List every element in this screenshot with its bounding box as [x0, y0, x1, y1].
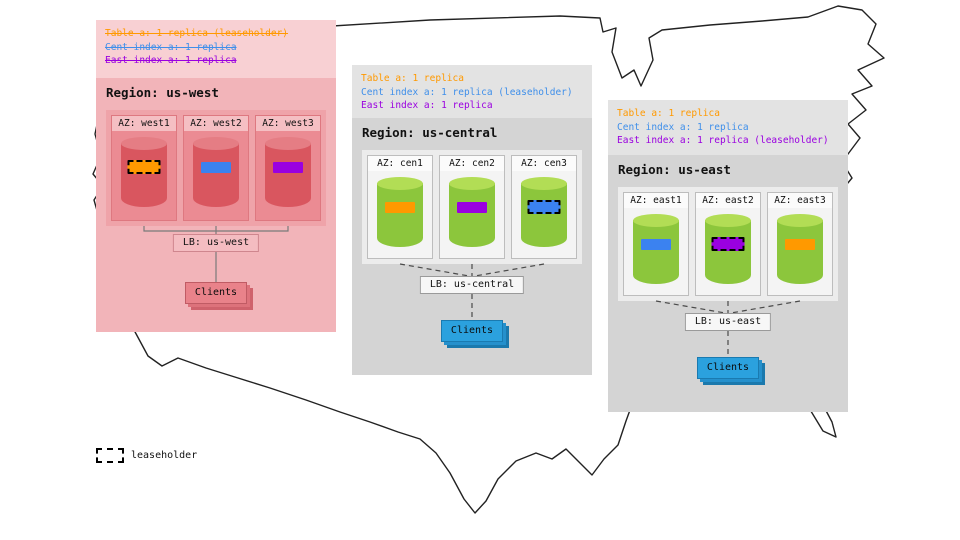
cylinder-body: [633, 220, 679, 284]
replica-bar: [785, 239, 815, 250]
database-cylinder: [633, 214, 679, 284]
az-box-west2: AZ: west2: [183, 115, 249, 221]
database-cylinder: [777, 214, 823, 284]
az-box-cen3: AZ: cen3: [511, 155, 577, 259]
cylinder-body: [377, 183, 423, 247]
load-balancer-us-east: LB: us-east: [684, 313, 772, 331]
database-cylinder: [193, 137, 239, 207]
replica-bar: [385, 202, 415, 213]
legend-label: leaseholder: [131, 450, 198, 461]
az-container: AZ: east1 AZ: east2 AZ: [618, 187, 838, 301]
region-body-us-east: Region: us-east AZ: east1 AZ: east2: [608, 155, 848, 412]
az-box-east1: AZ: east1: [623, 192, 689, 296]
az-box-east2: AZ: east2: [695, 192, 761, 296]
database-cylinder: [121, 137, 167, 207]
az-box-west1: AZ: west1: [111, 115, 177, 221]
replica-bar: [273, 162, 303, 173]
cylinder-top: [265, 137, 311, 150]
az-label: AZ: cen2: [440, 156, 504, 171]
load-balancer-us-central: LB: us-central: [419, 276, 525, 294]
cylinder-body: [521, 183, 567, 247]
annotation-east-index-replica: East index a: 1 replica (leaseholder): [617, 135, 829, 146]
database-cylinder: [705, 214, 751, 284]
az-label: AZ: east1: [624, 193, 688, 208]
region-panel-us-west: Table a: 1 replica (leaseholder) Cent in…: [96, 20, 336, 332]
az-box-cen2: AZ: cen2: [439, 155, 505, 259]
cylinder-top: [777, 214, 823, 227]
replica-bar: [201, 162, 231, 173]
az-label: AZ: east2: [696, 193, 760, 208]
annotation-cent-index-replica: Cent index a: 1 replica: [617, 121, 749, 133]
az-container: AZ: cen1 AZ: cen2 AZ:: [362, 150, 582, 264]
cylinder-body: [193, 143, 239, 207]
region-body-us-central: Region: us-central AZ: cen1 AZ: cen2: [352, 118, 592, 375]
database-cylinder: [265, 137, 311, 207]
az-label: AZ: cen3: [512, 156, 576, 171]
load-balancer-us-west: LB: us-west: [172, 234, 260, 252]
annotation-table-replica: Table a: 1 replica: [361, 73, 464, 84]
az-box-cen1: AZ: cen1: [367, 155, 433, 259]
database-cylinder: [521, 177, 567, 247]
database-cylinder: [449, 177, 495, 247]
region-panel-us-central: Table a: 1 replica Cent index a: 1 repli…: [352, 65, 592, 375]
cylinder-top: [449, 177, 495, 190]
cylinder-top: [377, 177, 423, 190]
cylinder-top: [521, 177, 567, 190]
cylinder-top: [121, 137, 167, 150]
cylinder-body: [265, 143, 311, 207]
annotation-east-index-replica: East index a: 1 replica: [361, 100, 493, 111]
annotation-cent-index-replica: Cent index a: 1 replica: [105, 41, 237, 53]
cylinder-body: [121, 143, 167, 207]
database-cylinder: [377, 177, 423, 247]
region-title: Region: us-central: [362, 125, 498, 140]
az-box-east3: AZ: east3: [767, 192, 833, 296]
cylinder-top: [193, 137, 239, 150]
clients-box-us-central: Clients: [441, 320, 503, 342]
replica-bar: [641, 239, 671, 250]
leaseholder-swatch-icon: [96, 448, 124, 463]
az-label: AZ: west1: [112, 116, 176, 131]
cylinder-top: [705, 214, 751, 227]
annotation-cent-index-replica: Cent index a: 1 replica (leaseholder): [361, 86, 573, 98]
region-title: Region: us-west: [106, 85, 219, 100]
az-label: AZ: west2: [184, 116, 248, 131]
legend: leaseholder: [96, 448, 197, 463]
cylinder-body: [705, 220, 751, 284]
cylinder-body: [449, 183, 495, 247]
annotation-table-replica: Table a: 1 replica (leaseholder): [105, 28, 289, 39]
replica-annotations-us-central: Table a: 1 replica Cent index a: 1 repli…: [352, 65, 592, 118]
annotation-table-replica: Table a: 1 replica: [617, 108, 720, 119]
az-box-west3: AZ: west3: [255, 115, 321, 221]
clients-box-us-east: Clients: [697, 357, 759, 379]
replica-annotations-us-west: Table a: 1 replica (leaseholder) Cent in…: [96, 20, 336, 78]
replica-annotations-us-east: Table a: 1 replica Cent index a: 1 repli…: [608, 100, 848, 155]
replica-bar-leaseholder: [711, 237, 745, 251]
cylinder-top: [633, 214, 679, 227]
replica-bar-leaseholder: [527, 200, 561, 214]
replica-bar: [457, 202, 487, 213]
az-label: AZ: cen1: [368, 156, 432, 171]
region-title: Region: us-east: [618, 162, 731, 177]
region-body-us-west: Region: us-west AZ: west1 AZ: west2: [96, 78, 336, 332]
az-container: AZ: west1 AZ: west2 AZ: [106, 110, 326, 226]
az-label: AZ: west3: [256, 116, 320, 131]
cylinder-body: [777, 220, 823, 284]
annotation-east-index-replica: East index a: 1 replica: [105, 55, 237, 66]
replica-bar-leaseholder: [127, 160, 161, 174]
region-panel-us-east: Table a: 1 replica Cent index a: 1 repli…: [608, 100, 848, 412]
clients-box-us-west: Clients: [185, 282, 247, 304]
az-label: AZ: east3: [768, 193, 832, 208]
